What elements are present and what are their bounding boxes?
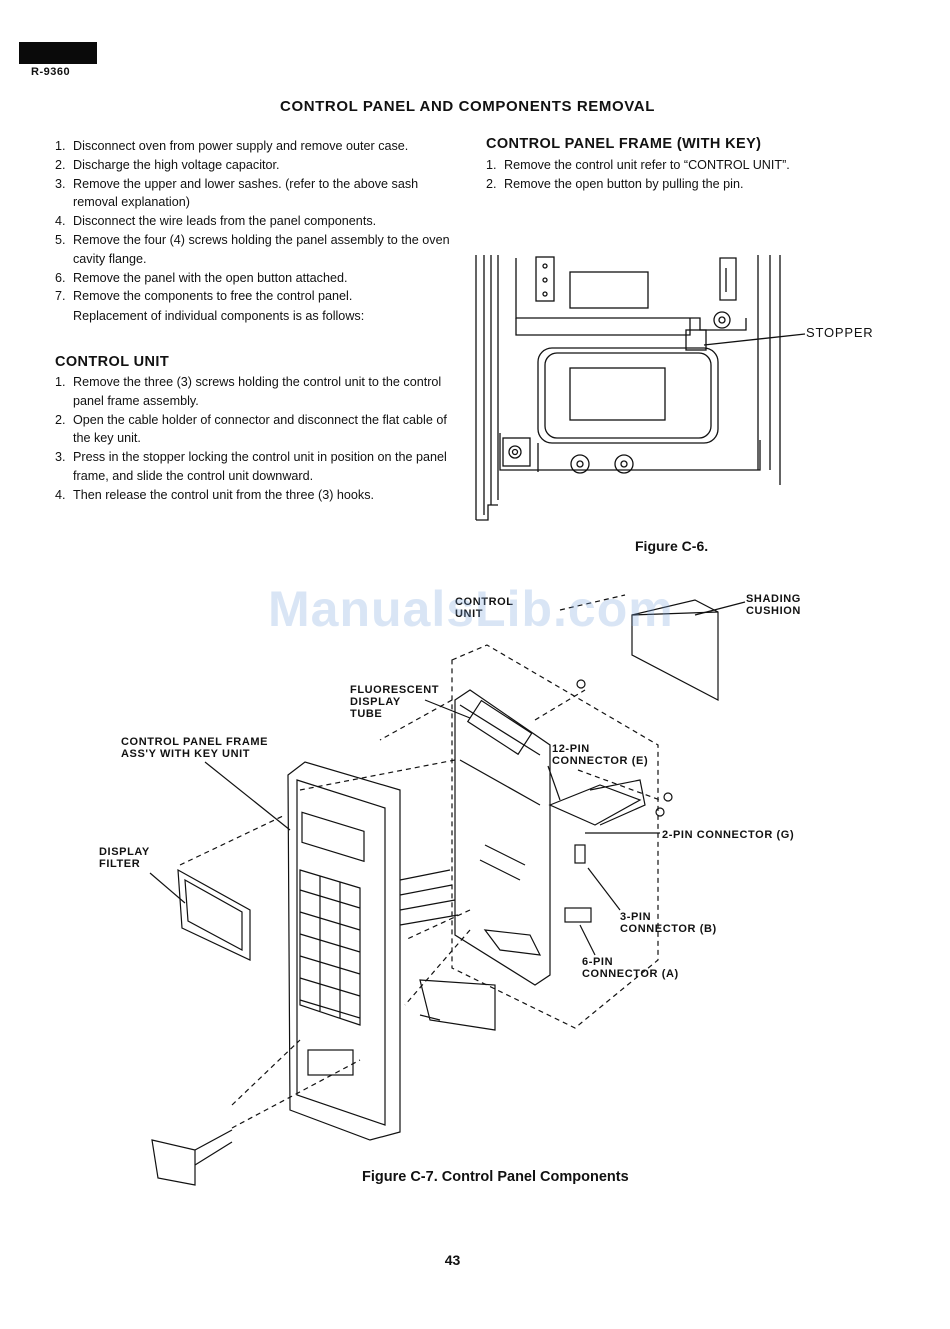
control-unit-heading: CONTROL UNIT	[55, 354, 170, 370]
screw-icon	[508, 445, 522, 459]
list-item: 1.Remove the control unit refer to “CONT…	[486, 158, 790, 172]
top-bracket	[515, 258, 747, 331]
screw-icon	[570, 454, 590, 474]
screw-icon	[713, 311, 731, 329]
keypad	[299, 869, 361, 1026]
list-item: 3.Remove the upper and lower sashes. (re…	[55, 176, 419, 210]
leader-6pin	[579, 924, 596, 956]
fluorescent-tube	[466, 699, 533, 756]
connector-6pin	[483, 929, 542, 956]
connector-block	[535, 256, 555, 302]
list-item: 6.Remove the panel with the open button …	[55, 270, 348, 285]
display-filter	[177, 868, 251, 961]
label-control-unit: CONTROL UNIT	[455, 596, 514, 620]
label-12pin: 12-PIN CONNECTOR (E)	[552, 743, 649, 767]
open-button	[151, 1139, 196, 1186]
figure-c6-caption: Figure C-6.	[635, 538, 709, 554]
model-header-bar	[19, 42, 97, 64]
label-stopper: STOPPER	[806, 325, 874, 340]
leader-3pin	[587, 867, 621, 911]
leader-frame	[204, 761, 291, 831]
list-item: 2.Open the cable holder of connector and…	[55, 412, 447, 446]
shading-cushion	[631, 599, 719, 701]
frame-rail-bottom	[476, 504, 498, 521]
label-3pin: 3-PIN CONNECTOR (B)	[620, 911, 717, 935]
label-shading-cushion: SHADING CUSHION	[746, 593, 801, 617]
connector-12pin	[548, 784, 642, 826]
frame-rail	[475, 255, 499, 520]
stopper-leader	[703, 333, 806, 346]
screw-icon	[663, 792, 673, 802]
screw-icon	[576, 679, 586, 689]
label-fluorescent-tube: FLUORESCENT DISPLAY TUBE	[350, 684, 440, 720]
label-6pin: 6-PIN CONNECTOR (A)	[582, 956, 679, 980]
latch-assembly	[419, 979, 496, 1031]
list-item: 7.Remove the components to free the cont…	[55, 289, 353, 304]
assembly-guides	[179, 594, 661, 1129]
label-frame-assy: CONTROL PANEL FRAME ASS'Y WITH KEY UNIT	[121, 736, 269, 760]
list-item: 1.Remove the three (3) screws holding th…	[55, 375, 442, 408]
screw-icon	[655, 807, 665, 817]
display-glass	[569, 367, 666, 421]
display-window	[569, 271, 649, 309]
leader-filter	[149, 872, 186, 904]
label-display-filter: DISPLAY FILTER	[99, 846, 150, 870]
clip	[719, 257, 737, 301]
connector-3pin	[564, 907, 592, 923]
leader-fluorescent	[424, 699, 471, 719]
label-2pin: 2-PIN CONNECTOR (G)	[662, 829, 795, 841]
replacement-note: Replacement of individual components is …	[73, 309, 365, 323]
frame-with-key-steps: 1.Remove the control unit refer to “CONT…	[486, 156, 906, 194]
list-item: 4.Disconnect the wire leads from the pan…	[55, 214, 377, 229]
leader-12pin	[547, 765, 561, 801]
display-board	[537, 347, 719, 444]
list-item: 4.Then release the control unit from the…	[55, 487, 375, 502]
figure-c7-caption: Figure C-7. Control Panel Components	[362, 1169, 629, 1185]
unit-top	[515, 318, 691, 336]
list-item: 5.Remove the four (4) screws holding the…	[55, 232, 450, 266]
control-unit-board	[454, 689, 551, 986]
connector-2pin	[574, 844, 586, 864]
watermark: ManualsLib.com	[268, 581, 674, 637]
page-title: CONTROL PANEL AND COMPONENTS REMOVAL	[280, 98, 655, 115]
frame-rail-right	[757, 255, 781, 485]
leader-shading-cushion	[694, 601, 746, 616]
list-item: 2.Remove the open button by pulling the …	[486, 176, 744, 191]
page-number: 43	[444, 1252, 461, 1268]
stopper-tab	[685, 329, 707, 351]
frame-with-key-heading: CONTROL PANEL FRAME (WITH KEY)	[486, 136, 762, 152]
list-item: 2.Discharge the high voltage capacitor.	[55, 157, 280, 172]
list-item: 3.Press in the stopper locking the contr…	[55, 450, 447, 483]
control-panel-frame	[287, 761, 401, 1141]
list-item: 1.Disconnect oven from power supply and …	[55, 139, 409, 153]
control-unit-steps: 1.Remove the three (3) screws holding th…	[55, 373, 455, 505]
model-number: R-9360	[31, 66, 71, 78]
screw-icon	[614, 454, 634, 474]
open-button-slot	[307, 1049, 354, 1076]
flat-cable	[399, 869, 459, 926]
removal-steps-list: 1.Disconnect oven from power supply and …	[55, 137, 455, 306]
